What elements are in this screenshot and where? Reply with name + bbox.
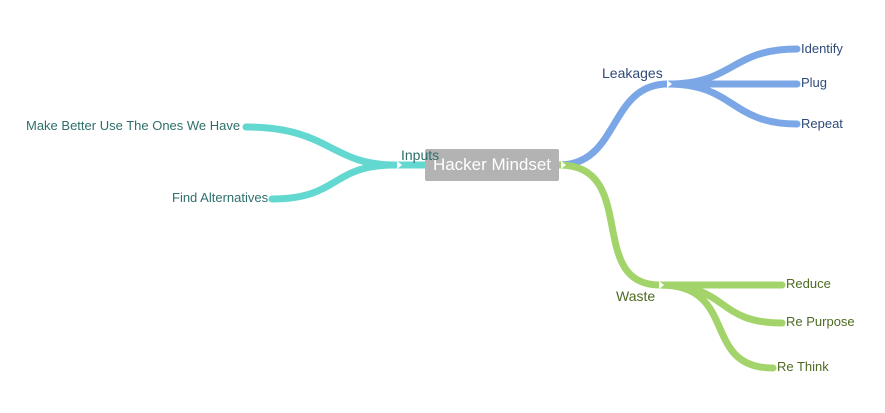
leaf-identify[interactable]: Identify — [801, 41, 843, 56]
leaf-repeat[interactable]: Repeat — [801, 116, 843, 131]
connector-waste-re-purpose — [656, 281, 786, 327]
root-node[interactable] — [425, 149, 559, 181]
leaf-make-better-use[interactable]: Make Better Use The Ones We Have — [26, 118, 241, 133]
leaf-re-think[interactable]: Re Think — [777, 359, 829, 374]
connector-inputs-make-better-use — [242, 123, 399, 169]
connector-root-waste — [555, 161, 664, 289]
connector-root-leakages — [555, 80, 672, 169]
connector-inputs-find-alternatives — [268, 161, 399, 203]
branch-label-waste[interactable]: Waste — [616, 288, 656, 304]
connector-waste-re-think — [656, 281, 777, 372]
root-right-marker — [561, 161, 566, 169]
waste-node-marker — [659, 281, 664, 289]
inputs-node-marker — [397, 161, 402, 169]
connector-leakages-identify — [664, 45, 801, 88]
branch-label-leakages[interactable]: Leakages — [602, 65, 663, 81]
branch-label-inputs[interactable]: Inputs — [401, 147, 440, 163]
connector-leakages-repeat — [664, 80, 801, 128]
leaf-plug[interactable]: Plug — [801, 75, 828, 90]
root-node-label: Hacker Mindset — [432, 155, 552, 174]
leaf-re-purpose[interactable]: Re Purpose — [786, 314, 855, 329]
leakages-node-marker — [667, 80, 672, 88]
leaf-reduce[interactable]: Reduce — [786, 276, 831, 291]
leaf-find-alternatives[interactable]: Find Alternatives — [172, 190, 269, 205]
